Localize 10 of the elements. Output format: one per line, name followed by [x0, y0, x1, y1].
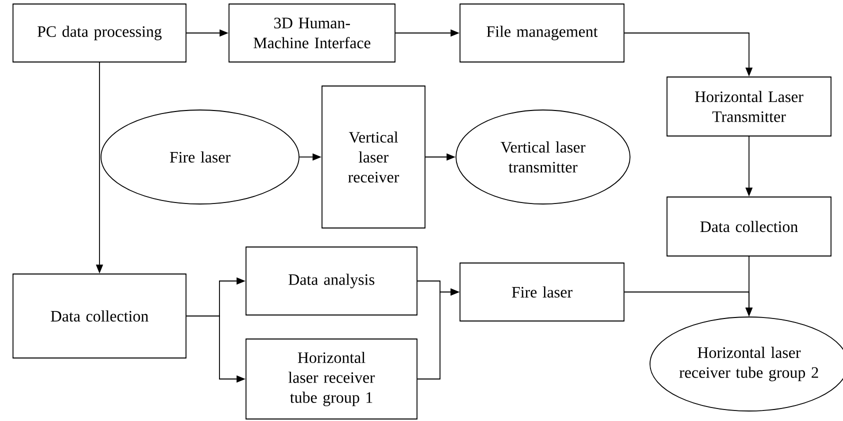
process-box: Data collection	[666, 196, 832, 256]
process-box: Vertical laser receiver	[322, 86, 426, 228]
process-box: Horizontal laser receiver tube group 1	[246, 338, 418, 420]
process-box: File management	[460, 4, 624, 62]
process-box: Fire laser	[460, 262, 624, 322]
process-box: Data collection	[12, 274, 186, 358]
process-box: Data analysis	[246, 246, 418, 316]
process-box: 3D Human-Machine Interface	[228, 4, 396, 62]
process-box: PC data processing	[12, 4, 186, 62]
process-box: Horizontal Laser Transmitter	[666, 76, 832, 136]
